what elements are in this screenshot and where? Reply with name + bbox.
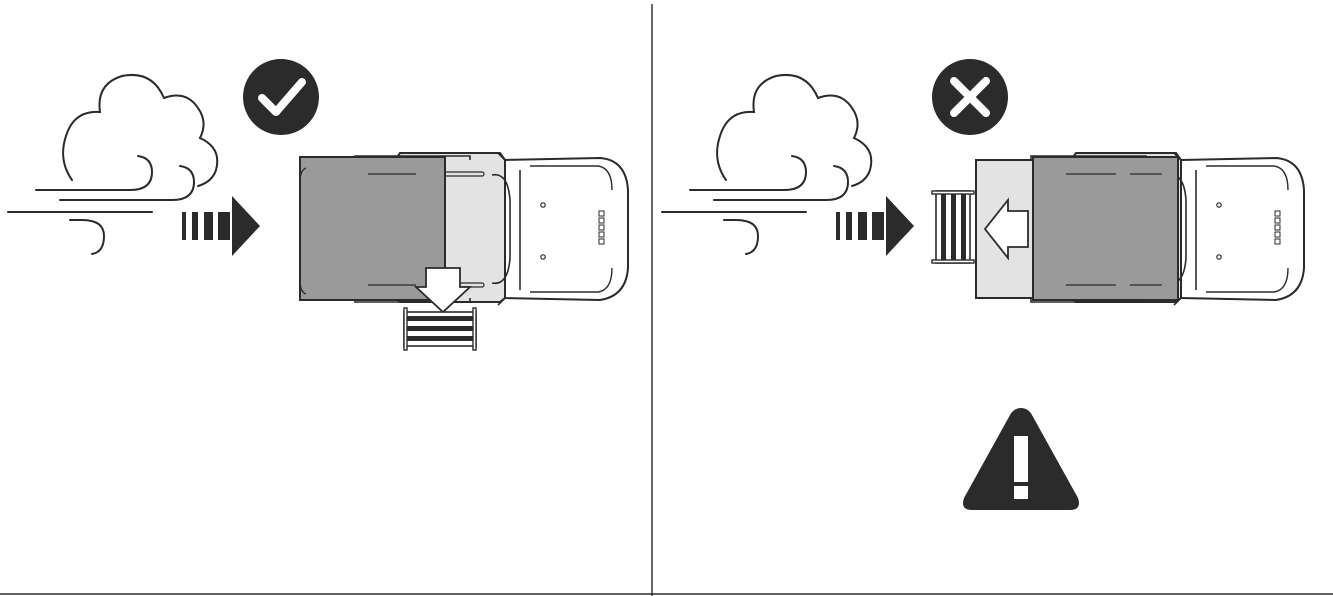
- cross-icon: [932, 59, 1008, 135]
- ladder-icon: [403, 307, 477, 351]
- wind-direction-arrow-icon: [182, 196, 260, 256]
- ladder-icon: [931, 190, 975, 264]
- panel-incorrect: [661, 59, 1305, 510]
- warning-triangle-icon: [963, 408, 1079, 510]
- panel-correct: [7, 59, 629, 351]
- checkmark-icon: [243, 59, 319, 135]
- exit-arrow-icon: [983, 197, 1029, 261]
- load-area: [1032, 156, 1179, 301]
- exit-arrow-icon: [413, 267, 473, 314]
- wind-direction-arrow-icon: [836, 196, 914, 256]
- load-area: [299, 156, 446, 301]
